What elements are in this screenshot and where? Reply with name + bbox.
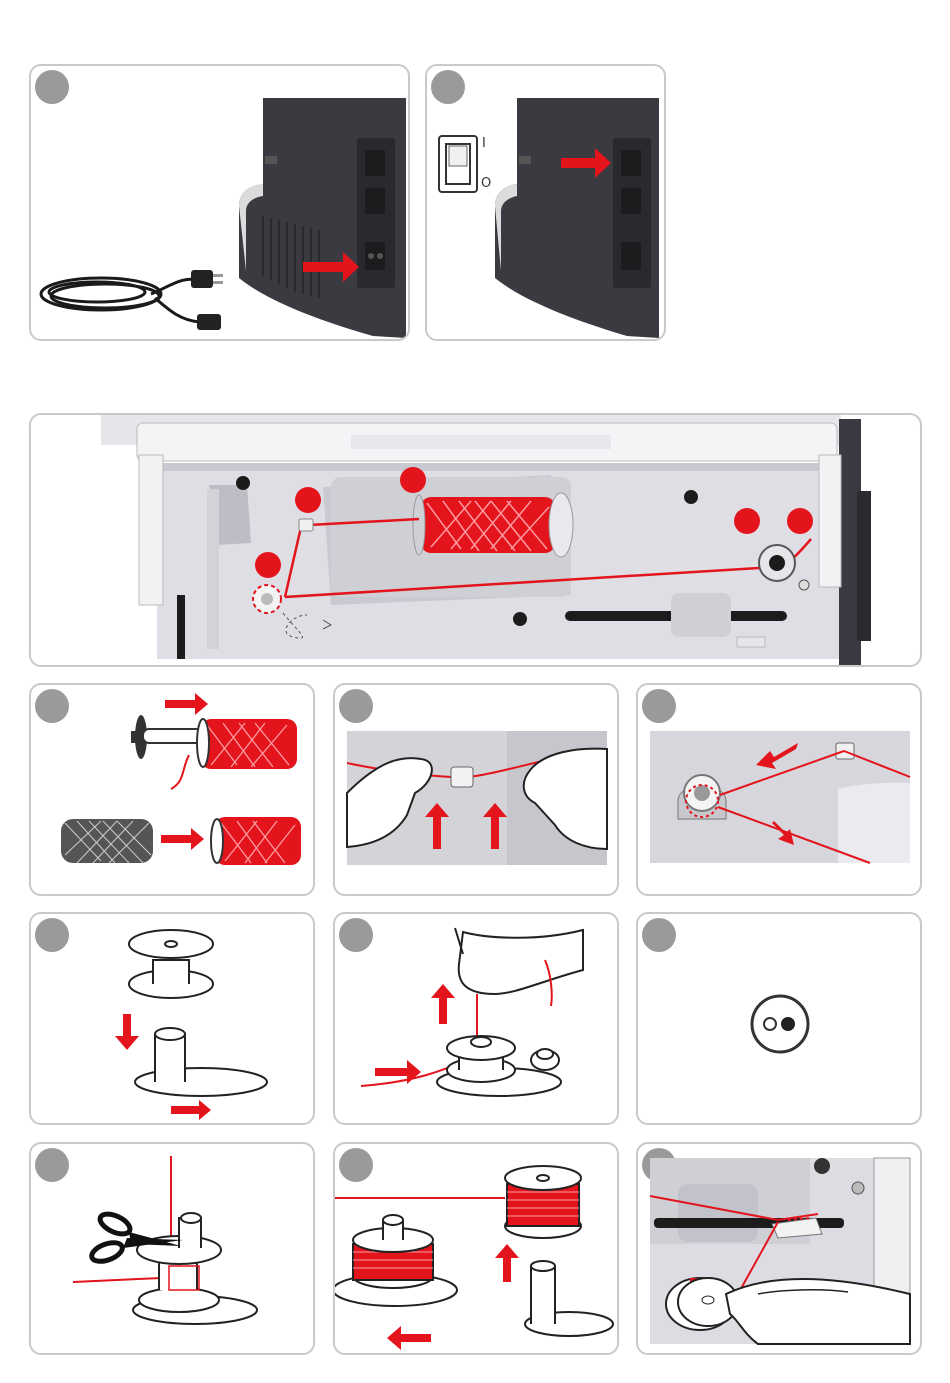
threading-step-badge (734, 508, 760, 534)
arrow-left-icon (387, 1326, 431, 1350)
panel-power-cord (29, 64, 410, 341)
panel-remove-bobbin (333, 1142, 619, 1355)
arrow-down-icon (115, 1014, 139, 1050)
spool-placement-illustration (31, 685, 315, 896)
threading-step-badge (255, 552, 281, 578)
panel-power-switch: I O (425, 64, 666, 341)
power-cord-illustration (31, 66, 410, 341)
bobbin-remove-illustration (335, 1144, 619, 1355)
threading-step-badge (295, 487, 321, 513)
panel-bobbin-winder-button (636, 912, 922, 1125)
panel-thread-guide (333, 683, 619, 896)
bobbin-thread-illustration (335, 914, 619, 1125)
trim-thread-illustration (31, 1144, 315, 1355)
switch-on-mark: I (482, 136, 486, 151)
arrow-right-icon (165, 693, 208, 715)
threading-step-badge (787, 508, 813, 534)
arrow-right-icon (375, 1060, 421, 1084)
bobbin-on-pin-illustration (31, 914, 315, 1125)
threading-overview-illustration (31, 415, 922, 667)
power-switch-illustration (427, 66, 666, 341)
arrow-right-icon (161, 828, 204, 850)
panel-spool-placement (29, 683, 315, 896)
arrow-up-icon (495, 1244, 519, 1282)
panel-thread-bobbin-hole (333, 912, 619, 1125)
arrow-right-icon (171, 1100, 211, 1120)
panel-bobbin-on-pin (29, 912, 315, 1125)
thread-cutter-illustration (638, 1144, 922, 1355)
panel-pretension-stud (636, 683, 922, 896)
pretension-illustration (638, 685, 922, 896)
power-switch-icon (439, 136, 477, 192)
panel-cut-thread-in-slot (636, 1142, 922, 1355)
panel-threading-overview (29, 413, 922, 667)
thread-guide-illustration (335, 685, 619, 896)
arrow-up-icon (431, 984, 455, 1024)
threading-step-badge (400, 467, 426, 493)
switch-off-mark: O (481, 176, 491, 191)
bobbin-winder-button-icon (752, 996, 808, 1052)
bobbin-winder-button-illustration (638, 914, 922, 1125)
panel-trim-thread (29, 1142, 315, 1355)
